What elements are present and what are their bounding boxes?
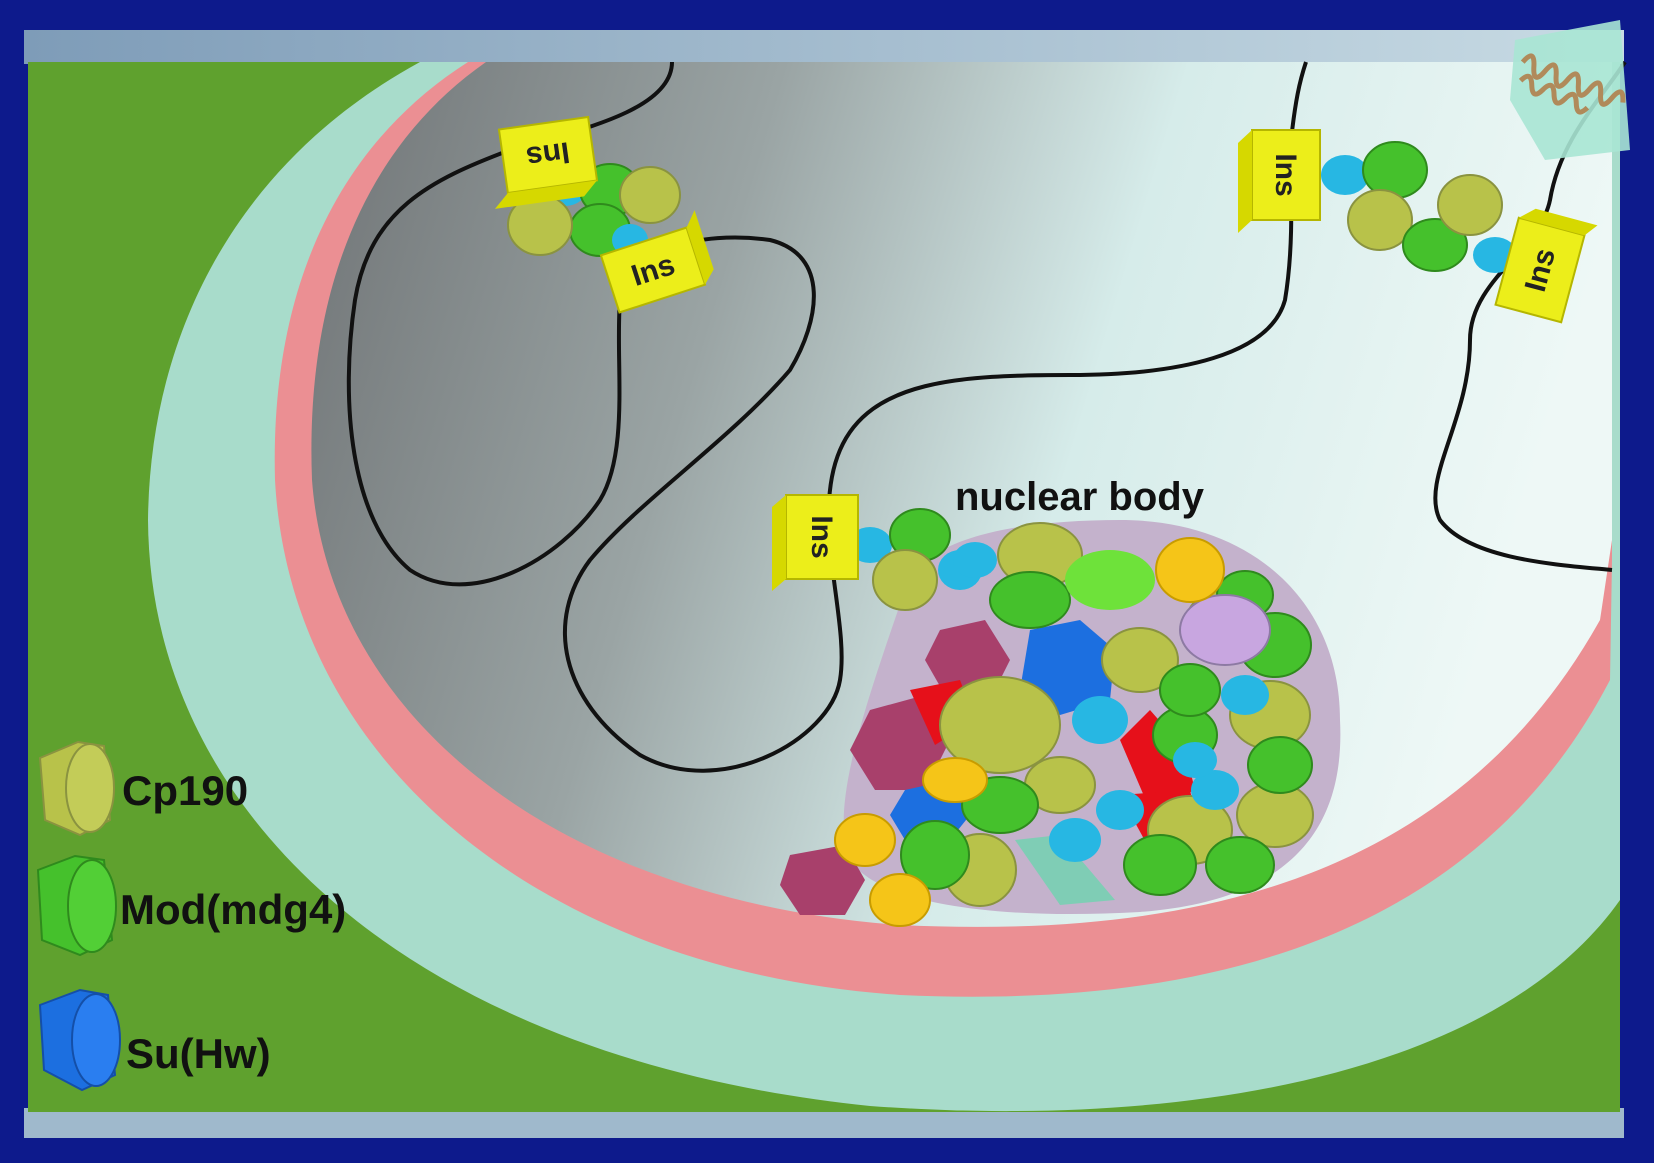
cp190-cylinder-icon xyxy=(40,742,114,835)
lilac-protein xyxy=(1180,595,1270,665)
bottom-strip xyxy=(24,1108,1624,1138)
mod-mdg4-protein xyxy=(990,572,1070,628)
su-hw-protein xyxy=(1096,790,1144,830)
ins-box-3: Ins xyxy=(1238,130,1320,233)
mod-mdg4-protein xyxy=(1160,664,1220,716)
yellow-protein xyxy=(923,758,987,802)
mod-mdg4-cylinder-icon xyxy=(38,856,116,955)
ins-label-5: Ins xyxy=(805,515,838,558)
su-hw-protein xyxy=(1049,818,1101,862)
mod-mdg4-protein xyxy=(1248,737,1312,793)
mod-mdg4-protein xyxy=(1206,837,1274,893)
su-hw-protein xyxy=(1173,742,1217,778)
yellow-protein xyxy=(1156,538,1224,602)
legend-label-mod-mdg4: Mod(mdg4) xyxy=(120,886,346,933)
nuclear-body-label: nuclear body xyxy=(955,475,1205,519)
su-hw-cylinder-icon xyxy=(40,990,120,1090)
legend-label-su-hw: Su(Hw) xyxy=(126,1030,271,1077)
mod-mdg4-protein xyxy=(1124,835,1196,895)
yellow-protein xyxy=(835,814,895,866)
su-hw-protein xyxy=(1221,675,1269,715)
ins-label-1: Ins xyxy=(524,135,572,174)
ins-box-5: Ins xyxy=(772,495,858,591)
legend-label-cp190: Cp190 xyxy=(122,767,248,814)
ins-label-3: Ins xyxy=(1269,153,1302,196)
su-hw-protein xyxy=(1072,696,1128,744)
top-strip xyxy=(24,30,1624,64)
mod-mdg4-protein xyxy=(1065,550,1155,610)
yellow-protein xyxy=(870,874,930,926)
